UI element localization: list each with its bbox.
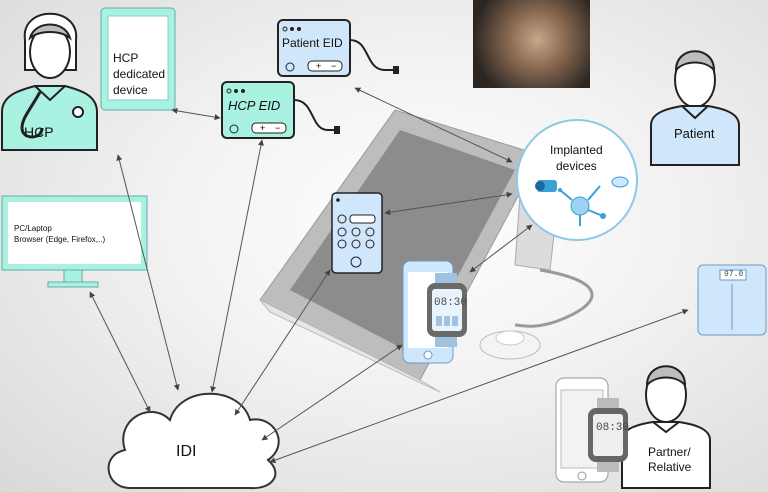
scale-icon xyxy=(697,264,767,336)
hcp-eid-label: HCP EID xyxy=(228,98,281,113)
implanted-devices-label: Implanted devices xyxy=(550,143,603,173)
scale-reading: 97.0 xyxy=(724,270,744,279)
tablet-icon xyxy=(100,7,176,111)
eid-reader-icon: + − xyxy=(277,19,399,77)
pc-label: PC/Laptop Browser (Edge, Firefox,..) xyxy=(14,224,106,244)
hcp-person-icon xyxy=(1,12,98,151)
patient-person-icon xyxy=(650,50,740,166)
hcp-label: HCP xyxy=(24,124,54,140)
smartwatch-icon xyxy=(427,273,467,347)
connection-arrows xyxy=(89,87,689,463)
hcp-device-label: HCP dedicated device xyxy=(113,51,166,97)
watch-time: 08:30 xyxy=(434,297,468,309)
partner-label: Partner/ Relative xyxy=(648,445,692,474)
svg-text:−: − xyxy=(275,123,280,133)
idi-label: IDI xyxy=(176,443,197,460)
patient-label: Patient xyxy=(674,126,715,141)
remote-control-icon xyxy=(331,192,383,274)
cloud-icon xyxy=(107,392,280,490)
svg-text:+: + xyxy=(260,123,265,133)
smartwatch-icon xyxy=(588,398,628,472)
implant-photo xyxy=(473,0,590,88)
patient-eid-label: Patient EID xyxy=(282,36,343,50)
svg-text:−: − xyxy=(331,61,336,71)
eid-reader-icon: + − xyxy=(221,81,340,139)
svg-text:+: + xyxy=(316,61,321,71)
implanted-devices-bubble xyxy=(516,119,638,241)
partner-watch-time: 08:30 xyxy=(596,422,630,434)
